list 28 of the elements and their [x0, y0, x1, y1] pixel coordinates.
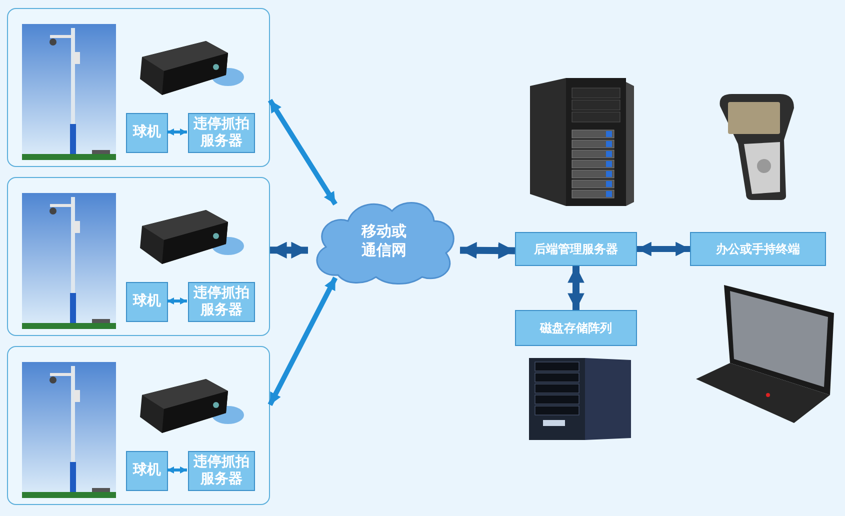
- device-label-box: [690, 232, 826, 266]
- double-arrow: [460, 242, 516, 259]
- node-label: 球机: [133, 462, 161, 480]
- device-label-box: [126, 282, 168, 322]
- device-label-box: [126, 113, 168, 153]
- camera-station-panel: [7, 346, 270, 505]
- node-label: 违停抓拍服务器: [193, 284, 250, 320]
- node-label: 后端管理服务器: [534, 242, 618, 256]
- camera-station-panel: [7, 8, 270, 167]
- device-label-box: [126, 451, 168, 491]
- device-label-box: [515, 310, 637, 346]
- node-label: 违停抓拍服务器: [193, 454, 250, 488]
- device-label-box: [515, 232, 637, 266]
- double-arrow: [637, 242, 690, 256]
- node-label: 移动或通信网: [360, 222, 408, 260]
- node-label: 球机: [133, 293, 161, 311]
- double-arrow: [270, 242, 308, 259]
- double-arrow: [167, 128, 187, 136]
- double-arrow: [268, 276, 338, 406]
- double-arrow: [167, 466, 187, 474]
- node-label: 办公或手持终端: [716, 242, 800, 256]
- double-arrow: [568, 266, 584, 310]
- node-label: 磁盘存储阵列: [540, 320, 612, 336]
- node-label: 违停抓拍服务器: [193, 116, 250, 150]
- double-arrow: [167, 297, 187, 305]
- camera-station-panel: [7, 177, 270, 336]
- double-arrow: [268, 98, 338, 206]
- node-label: 球机: [133, 124, 161, 142]
